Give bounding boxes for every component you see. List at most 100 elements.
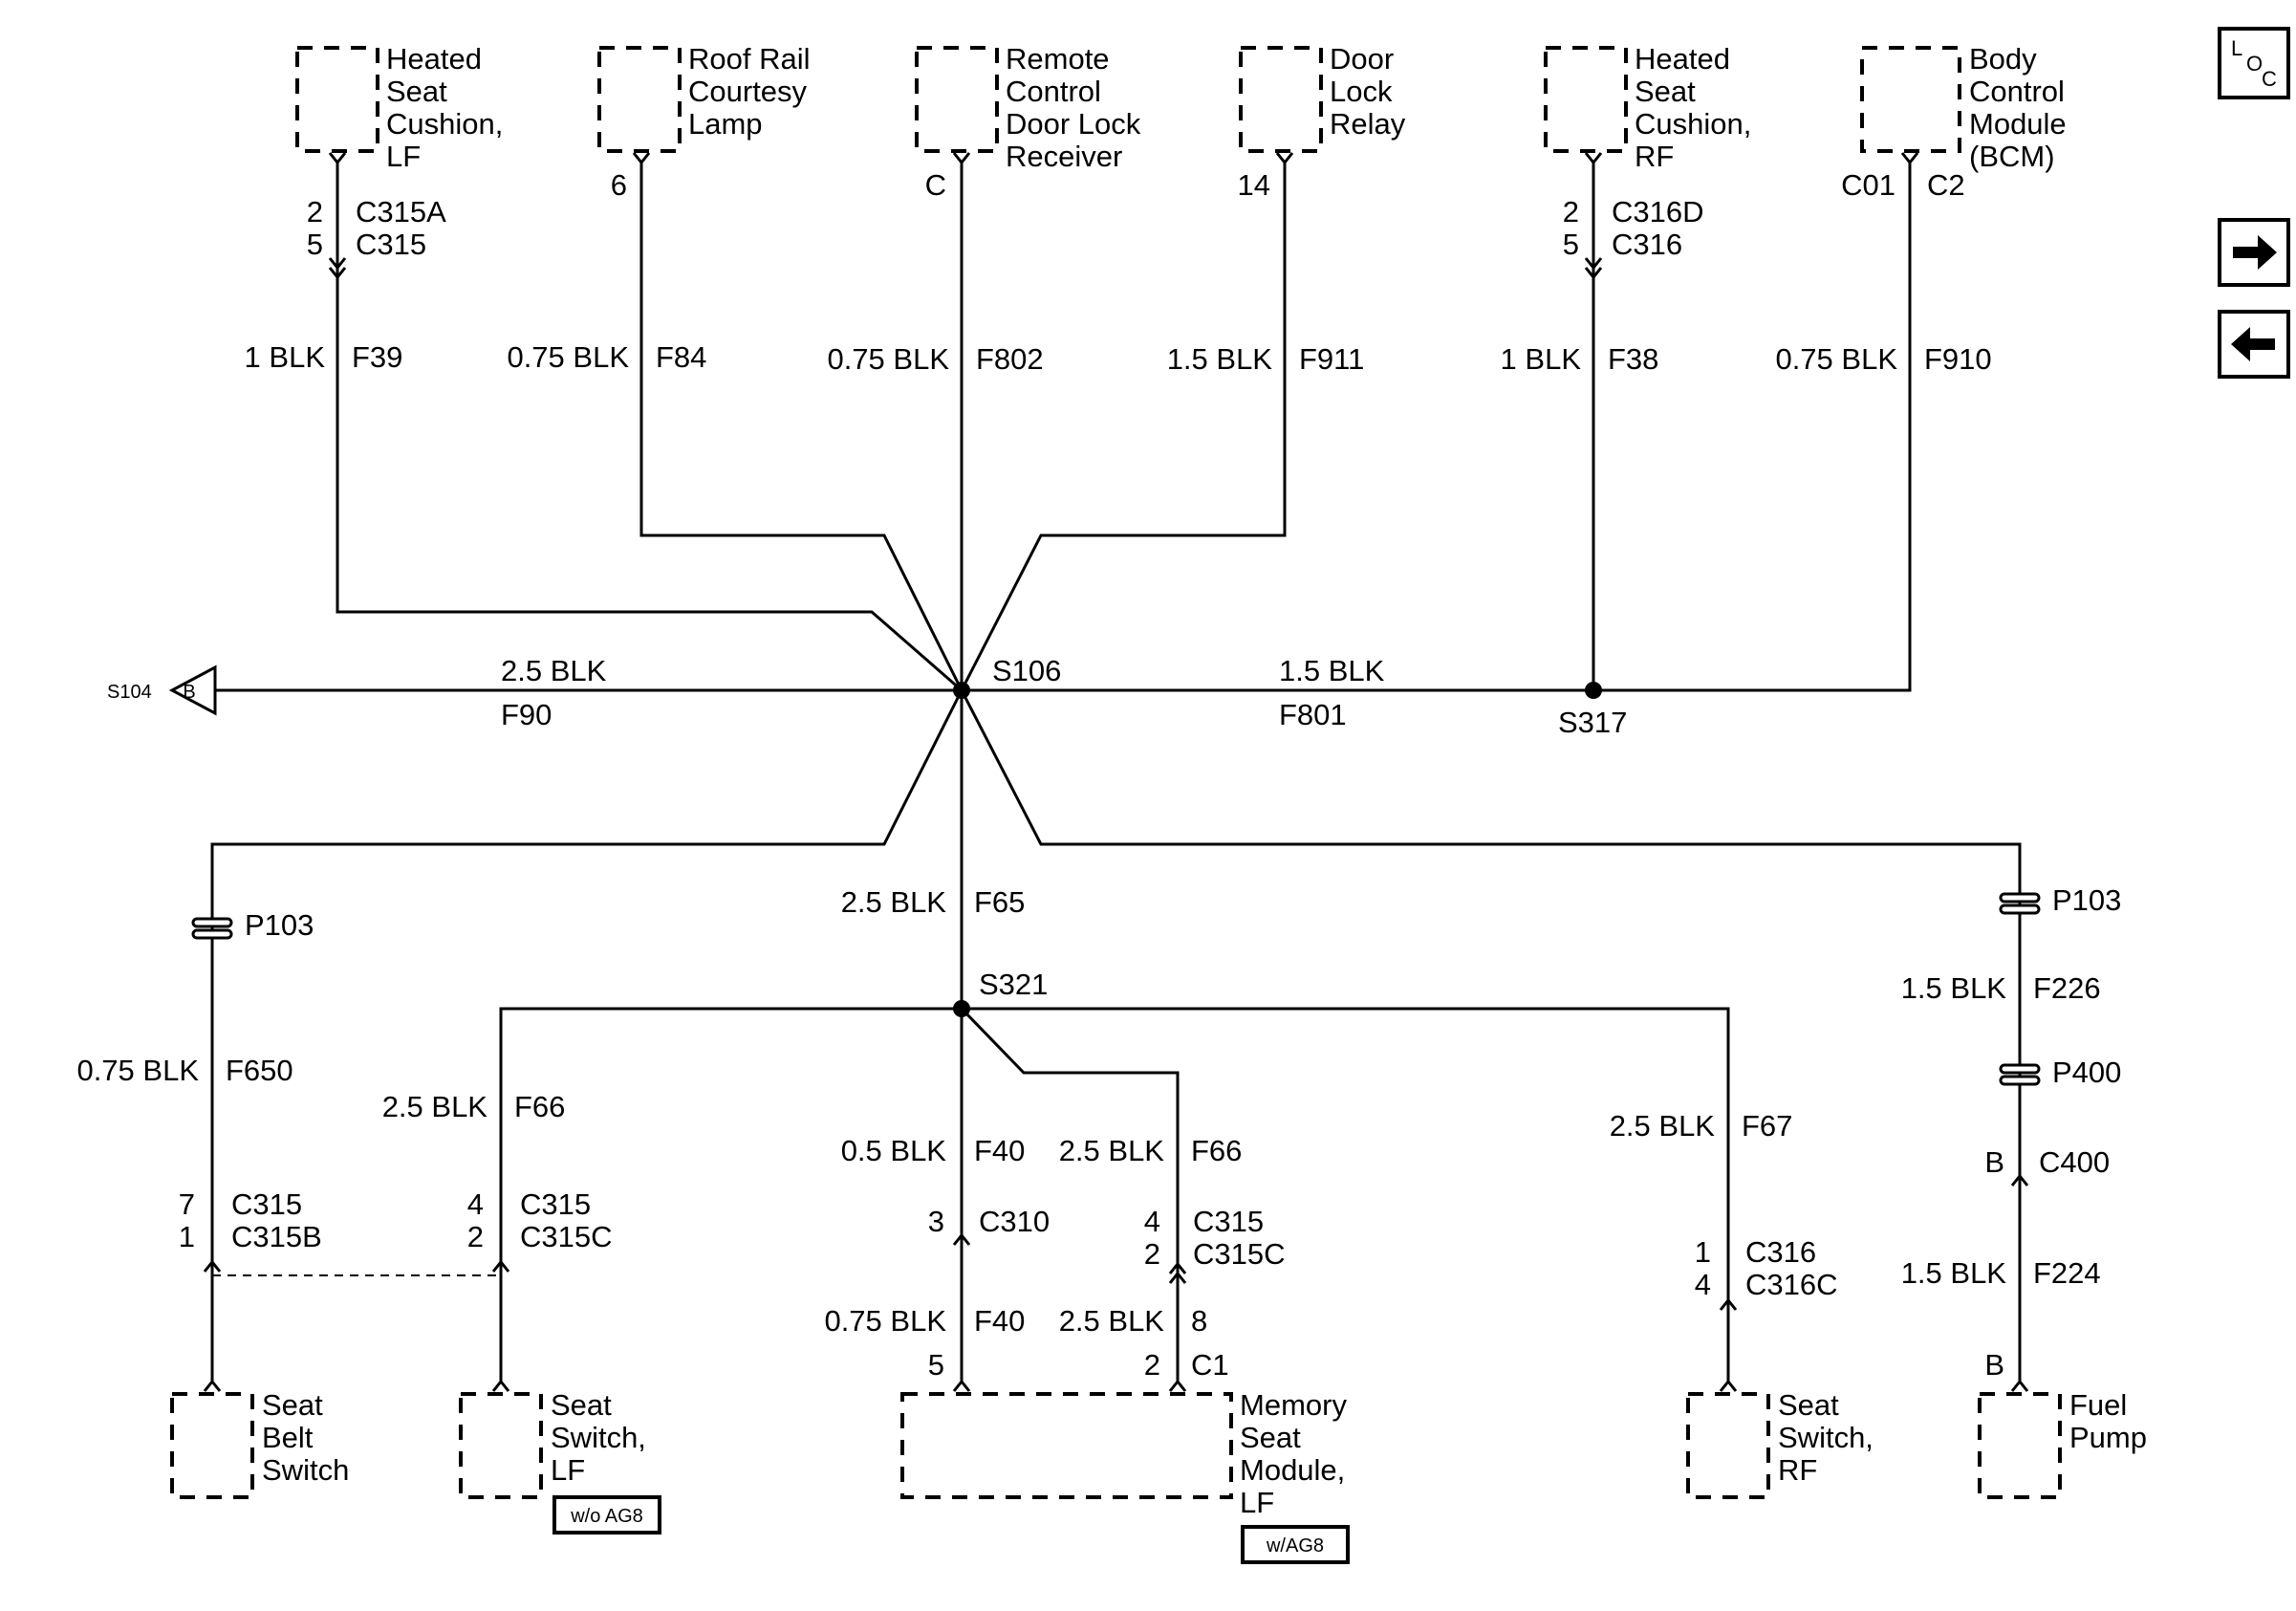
pin-label: 2 (1144, 1348, 1160, 1382)
pin-label: C01 (1841, 168, 1895, 202)
wire-size: 2.5 BLK (841, 885, 947, 919)
connector-label: C316 (1745, 1235, 1816, 1269)
pin-label: 4 (1144, 1205, 1160, 1238)
door-lock-relay: Door Lock Relay (1239, 42, 1406, 153)
splice-s317-dot (1585, 682, 1602, 699)
comp-label: Door (1330, 42, 1394, 76)
connector-label: C400 (2039, 1145, 2110, 1179)
pin-label: 2 (307, 195, 323, 229)
wire-f67 (962, 1007, 1730, 1382)
connector-label: C315 (231, 1187, 302, 1221)
comp-label: Belt (262, 1421, 314, 1454)
connector-label: C316D (1612, 195, 1704, 229)
comp-label: Cushion, (386, 107, 503, 141)
comp-label: LF (386, 140, 421, 173)
wire-size: 0.75 BLK (827, 342, 949, 376)
wire-circuit: F39 (352, 340, 402, 374)
heated-seat-cushion-rf: Heated Seat Cushion, RF (1544, 42, 1751, 173)
wire-size: 0.75 BLK (507, 340, 629, 374)
pin-label: 7 (179, 1187, 195, 1221)
next-page-button[interactable] (2218, 218, 2290, 287)
wire-size: 1 BLK (1501, 342, 1582, 376)
inline-connector-c315c-memory (1168, 1261, 1187, 1284)
comp-label: Lamp (688, 107, 763, 141)
connector-label: C315 (356, 228, 426, 261)
comp-label: Control (1006, 75, 1101, 108)
comp-label: Seat (386, 75, 447, 108)
seat-switch-rf: Seat Switch, RF (1686, 1388, 1874, 1499)
connector-label: C315 (520, 1187, 591, 1221)
connector-label: C316C (1745, 1268, 1838, 1301)
wire-circuit: F911 (1299, 342, 1364, 376)
wire-f84 (639, 163, 964, 691)
comp-label: Switch, (551, 1421, 646, 1454)
pin-label: 2 (1563, 195, 1579, 229)
location-button[interactable]: L O C (2218, 27, 2290, 99)
comp-label: Receiver (1006, 140, 1122, 173)
inline-connector-c316c (1719, 1297, 1738, 1311)
connector-label: C315C (1193, 1237, 1286, 1271)
wire-f911 (960, 163, 1287, 691)
option-badge-wo-ag8: w/o AG8 (570, 1506, 643, 1527)
pin-label: 6 (611, 168, 627, 202)
comp-label: Heated (1635, 42, 1730, 76)
connector-labels-lower: P103 P103 P400 7 1 C315 C315B 4 2 C315 C… (179, 883, 2122, 1382)
comp-label: Module, (1240, 1453, 1345, 1487)
pin-label: 5 (928, 1348, 944, 1382)
connector-label: C315A (356, 195, 446, 229)
wire-circuit: F801 (1279, 698, 1347, 731)
pin-label: 8 (1191, 1304, 1207, 1338)
wire-circuit: F38 (1608, 342, 1658, 376)
splice-s321-dot (953, 1000, 970, 1017)
wire-f226 (960, 689, 2022, 1382)
pin-label: 4 (467, 1187, 484, 1221)
wire-size: 0.5 BLK (841, 1134, 947, 1167)
comp-label: Seat (1778, 1388, 1839, 1422)
connector-p400 (1999, 1063, 2041, 1086)
comp-label: Body (1969, 42, 2037, 76)
roof-rail-courtesy-lamp: Roof Rail Courtesy Lamp (597, 42, 811, 153)
comp-label: RF (1635, 140, 1674, 173)
remote-control-door-lock-receiver: Remote Control Door Lock Receiver (915, 42, 1141, 173)
wire-circuit: F66 (1191, 1134, 1242, 1167)
comp-label: Cushion, (1635, 107, 1751, 141)
splice-label: S321 (979, 968, 1048, 1001)
comp-label: Control (1969, 75, 2065, 108)
wire-size: 1.5 BLK (1167, 342, 1273, 376)
pin-label: B (1984, 1348, 2004, 1382)
wire-size: 1 BLK (245, 340, 326, 374)
comp-label: Switch (262, 1453, 349, 1487)
pin-label: 1 (1695, 1235, 1711, 1269)
comp-label: Memory (1240, 1388, 1347, 1422)
seat-belt-switch: Seat Belt Switch (170, 1388, 349, 1499)
loc-letter-l: L (2231, 36, 2242, 60)
inline-connector-c310 (952, 1232, 971, 1246)
wire-size: 0.75 BLK (76, 1054, 199, 1087)
connector-label: C310 (979, 1205, 1050, 1238)
offpage-letter: B (183, 682, 195, 703)
connector-label: P103 (245, 908, 314, 942)
wire-circuit: F67 (1742, 1109, 1792, 1143)
pin-label: 1 (179, 1220, 195, 1253)
comp-label: Seat (262, 1388, 323, 1422)
comp-label: Pump (2069, 1421, 2147, 1454)
wire-circuit: F65 (974, 885, 1025, 919)
pin-label: 3 (928, 1205, 944, 1238)
connector-label: C315B (231, 1220, 322, 1253)
inline-connector-c315-c315b (203, 1259, 222, 1273)
offpage-s104: B S104 (107, 664, 217, 716)
wire-labels: 1 BLK F39 0.75 BLK F84 0.75 BLK F802 1.5… (76, 340, 2100, 1338)
comp-label: Door Lock (1006, 107, 1141, 141)
wire-f910 (1593, 163, 1912, 692)
pin-label: 2 (1144, 1237, 1160, 1271)
wire-circuit: F224 (2033, 1256, 2101, 1290)
wire-size: 0.75 BLK (824, 1304, 946, 1338)
wire-circuit: F90 (501, 698, 552, 731)
wire-size: 1.5 BLK (1279, 654, 1385, 687)
seat-switch-lf: Seat Switch, LF w/o AG8 (459, 1388, 661, 1535)
previous-page-button[interactable] (2218, 310, 2290, 379)
arrow-right-icon (2233, 235, 2277, 270)
loc-letter-c: C (2262, 67, 2277, 91)
connector-label: P103 (2052, 883, 2121, 917)
